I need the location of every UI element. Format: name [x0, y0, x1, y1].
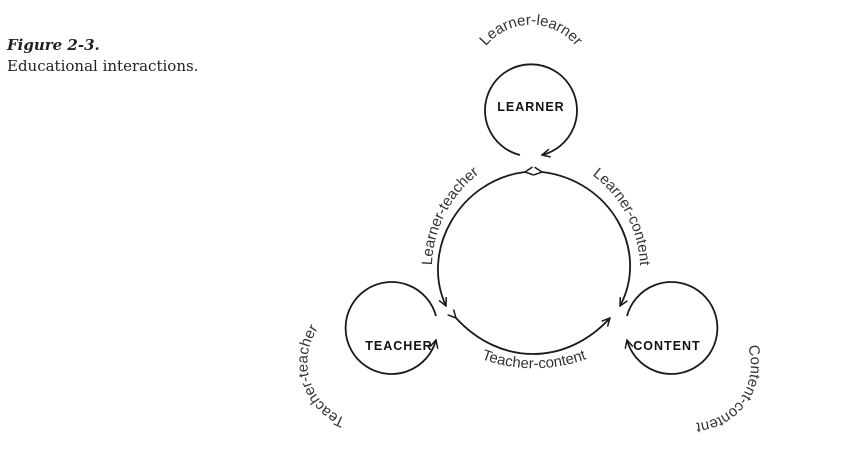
- learner-teacher-arc: [437, 172, 525, 306]
- learner-content-label: Learner-content: [590, 165, 653, 267]
- figure-caption: Figure 2-3. Educational interactions.: [7, 35, 198, 77]
- teacher-teacher-text: Teacher-teacher: [294, 321, 347, 430]
- learner-learner-text: Learner-learner: [476, 12, 586, 49]
- content-self-loop: [627, 281, 719, 375]
- learner-learner-label: Learner-learner: [476, 12, 586, 49]
- learner-content-text: Learner-content: [590, 165, 653, 267]
- learner-self-loop: [484, 63, 578, 155]
- teacher-content-arc: [456, 318, 610, 355]
- figure-description: Educational interactions.: [7, 57, 199, 75]
- content-node-label: CONTENT: [633, 339, 700, 353]
- teacher-self-loop: [344, 281, 436, 375]
- teacher-teacher-label: Teacher-teacher: [294, 321, 347, 430]
- teacher-content-label: Teacher-content: [480, 346, 589, 372]
- learner-teacher-label: Learner-teacher: [419, 163, 482, 265]
- learner-teacher-text: Learner-teacher: [419, 163, 482, 265]
- content-content-label: Content-content: [695, 343, 764, 436]
- figure-label: Figure 2-3.: [7, 36, 100, 54]
- learner-node-label: LEARNER: [497, 100, 564, 114]
- content-content-text: Content-content: [695, 343, 764, 436]
- learner-content-arc: [542, 172, 631, 306]
- teacher-content-text: Teacher-content: [480, 346, 589, 372]
- teacher-node-label: TEACHER: [365, 339, 432, 353]
